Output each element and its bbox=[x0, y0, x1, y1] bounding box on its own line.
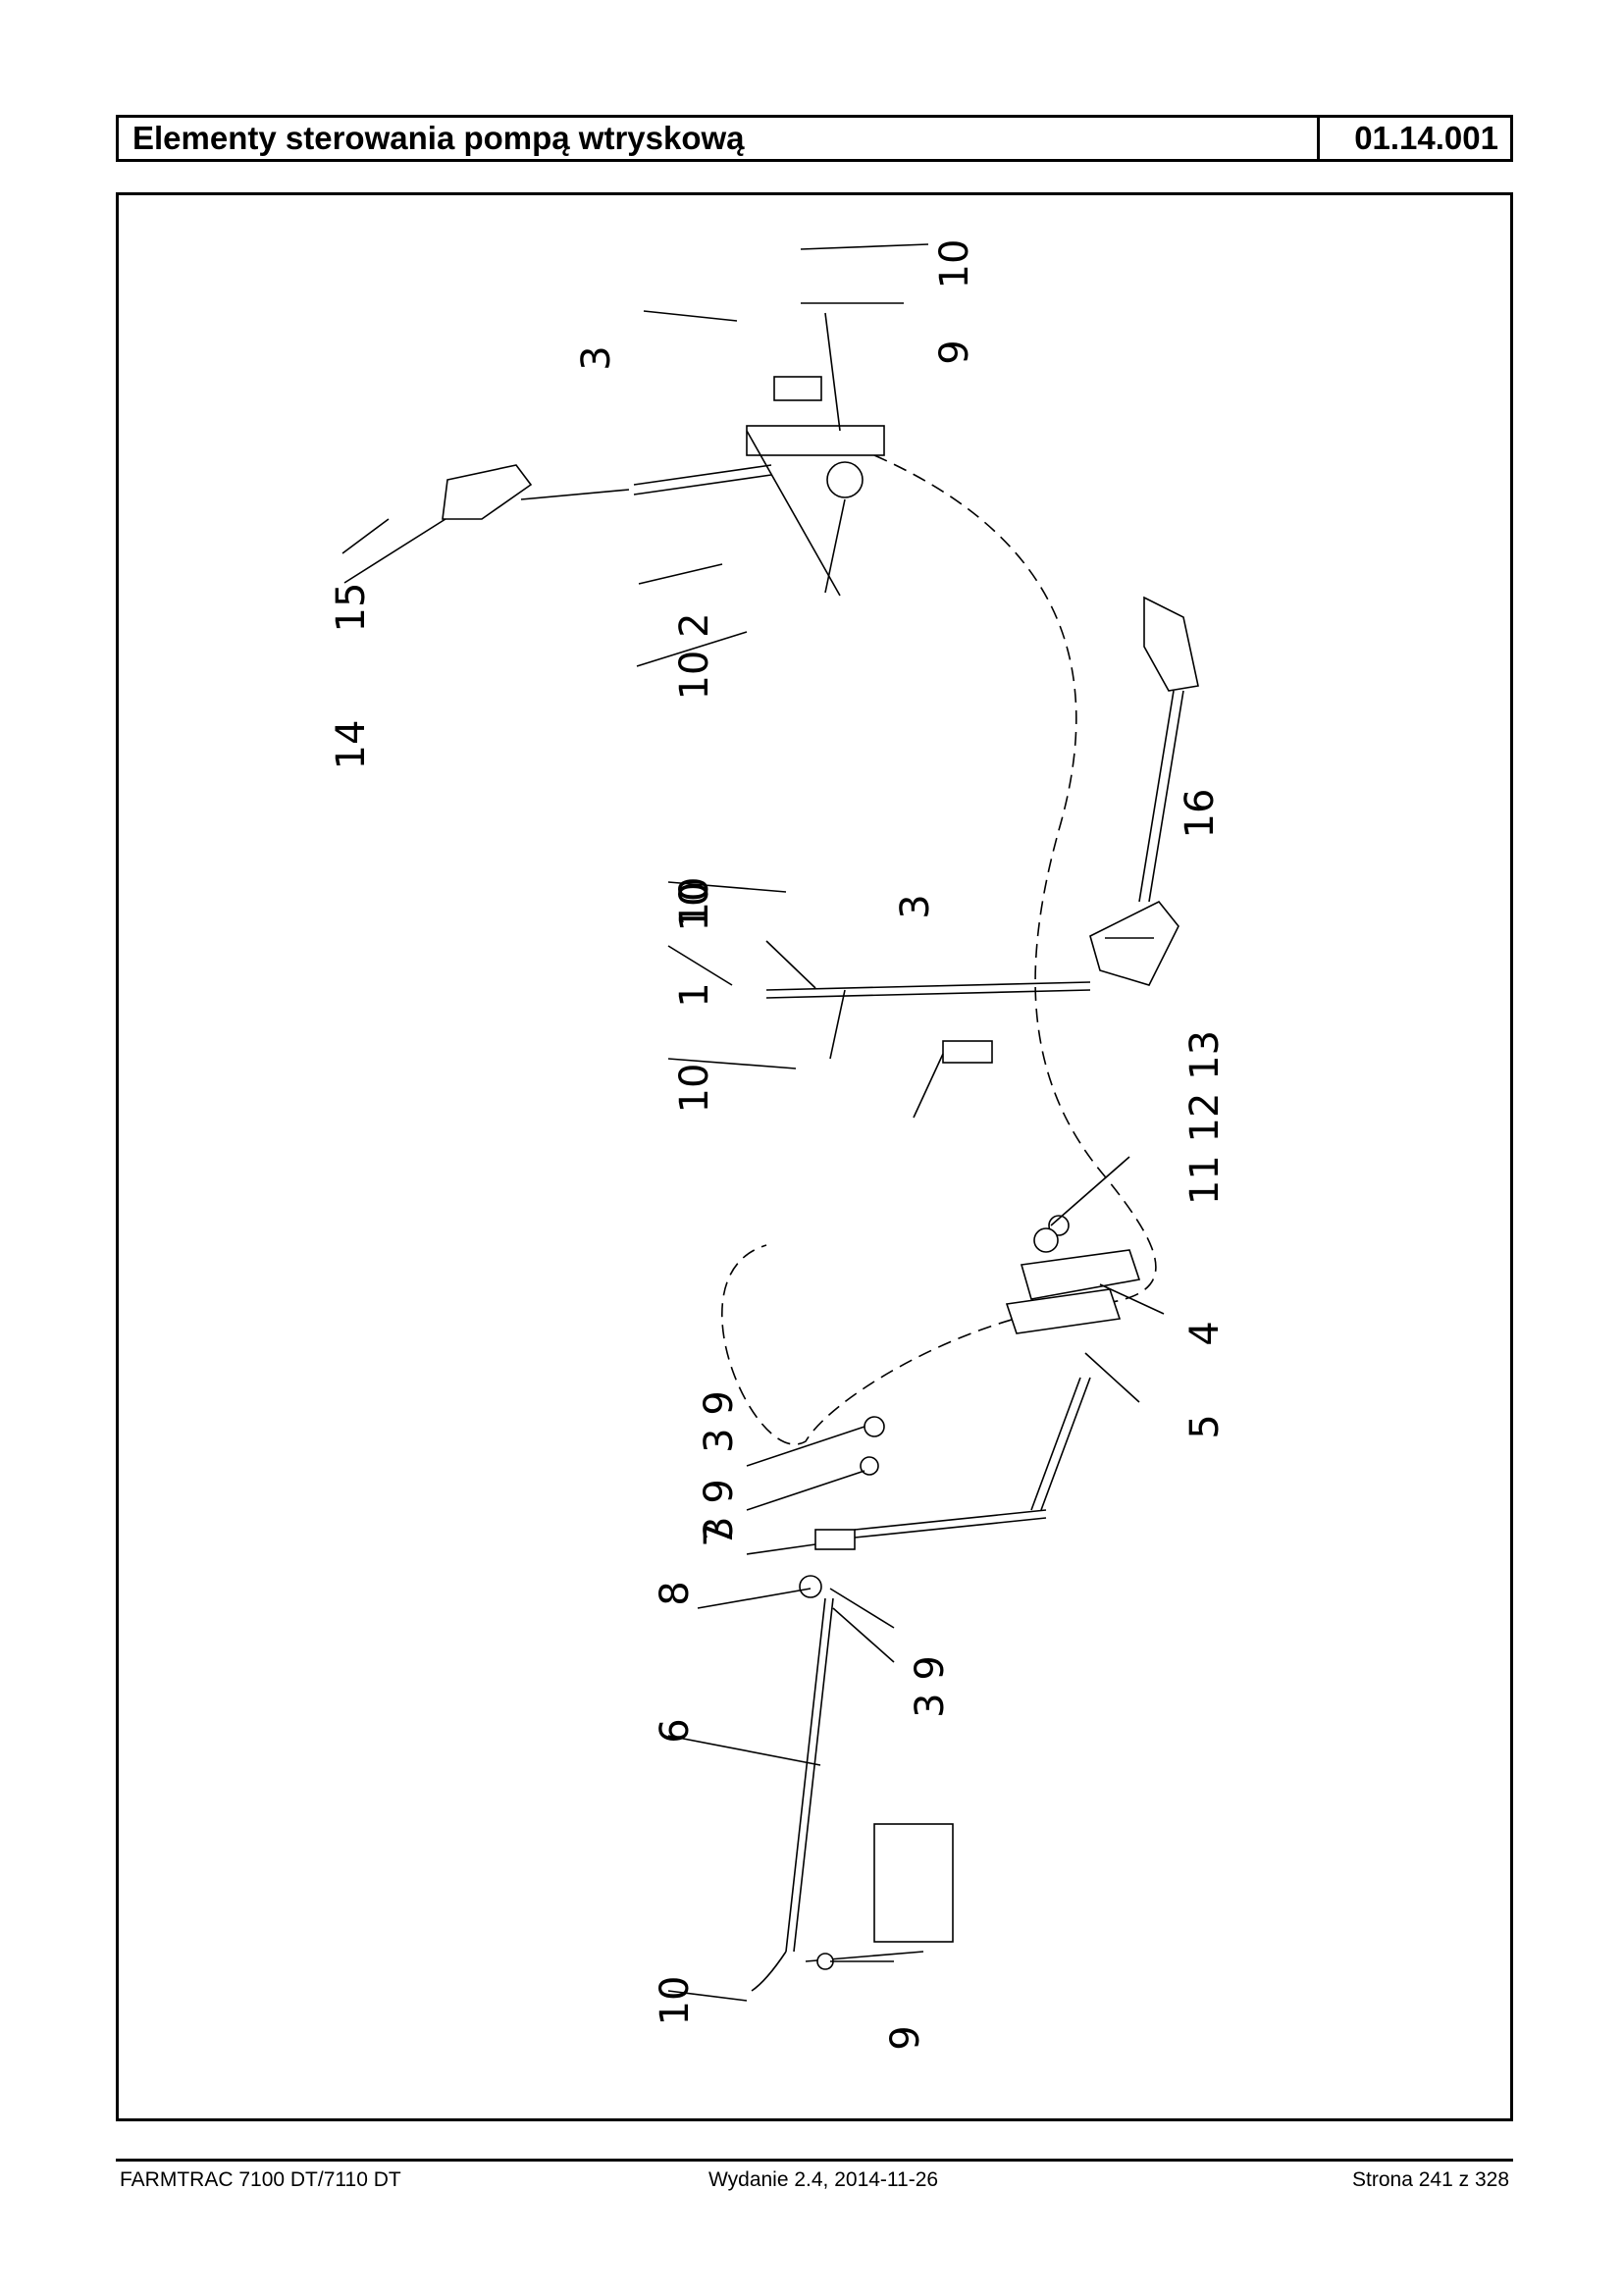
callout-7: 10 bbox=[672, 877, 717, 927]
pump-lever-body bbox=[873, 1823, 954, 1943]
page-title: Elementy sterowania pompą wtryskową bbox=[119, 118, 1320, 159]
parts-drawing: 10 9 3 15 14 10 2 10 16 10 3 1 10 11 12 … bbox=[329, 239, 1228, 2051]
callout-18: 7 bbox=[697, 1522, 742, 1546]
upper-bracket bbox=[746, 425, 885, 456]
page-header: Elementy sterowania pompą wtryskową 01.1… bbox=[116, 115, 1513, 162]
pedal-bracket bbox=[1089, 900, 1179, 986]
callout-23: 9 bbox=[883, 2025, 928, 2050]
lower-bracket bbox=[1020, 1249, 1141, 1300]
cable-path bbox=[721, 454, 1157, 1445]
callout-19: 8 bbox=[653, 1581, 698, 1605]
callout-4: 15 bbox=[329, 583, 374, 633]
callout-15: 5 bbox=[1182, 1414, 1228, 1438]
callout-20: 3 9 bbox=[908, 1655, 953, 1718]
footer-edition: Wydanie 2.4, 2014-11-26 bbox=[708, 2168, 939, 2191]
callout-11: 1 bbox=[672, 982, 717, 1007]
callout-2: 9 bbox=[932, 339, 977, 364]
callout-3: 3 bbox=[574, 345, 619, 370]
callout-17: 3 9 bbox=[697, 1479, 742, 1541]
upper-plate bbox=[773, 376, 822, 401]
callout-14: 4 bbox=[1182, 1321, 1228, 1345]
footer-page: Strona 241 z 328 bbox=[1352, 2168, 1509, 2191]
callout-9: 10 bbox=[672, 882, 717, 932]
callout-8: 16 bbox=[1178, 789, 1223, 839]
callout-1: 10 bbox=[932, 239, 977, 289]
upper-pulley bbox=[826, 461, 864, 498]
foot-pedal-plate bbox=[1143, 596, 1199, 692]
footer-rule bbox=[116, 2159, 1513, 2162]
callout-5: 14 bbox=[329, 720, 374, 770]
footer-model: FARMTRAC 7100 DT/7110 DT bbox=[120, 2168, 401, 2191]
callout-13: 11 12 13 bbox=[1182, 1030, 1228, 1205]
callout-12: 10 bbox=[672, 1064, 717, 1114]
callout-21: 6 bbox=[653, 1718, 698, 1743]
exploded-diagram: 10 9 3 15 14 10 2 10 16 10 3 1 10 11 12 … bbox=[116, 192, 1513, 2121]
callout-6: 10 2 bbox=[672, 612, 717, 700]
section-code: 01.14.001 bbox=[1354, 120, 1498, 156]
callout-16: 3 9 bbox=[697, 1390, 742, 1453]
callout-22: 10 bbox=[653, 1976, 698, 2026]
callout-10: 3 bbox=[893, 894, 938, 918]
hand-lever-grip bbox=[442, 464, 533, 520]
middle-plate bbox=[942, 1040, 993, 1064]
slotted-link bbox=[814, 1529, 856, 1550]
lower-bracket-2 bbox=[1005, 1288, 1122, 1334]
